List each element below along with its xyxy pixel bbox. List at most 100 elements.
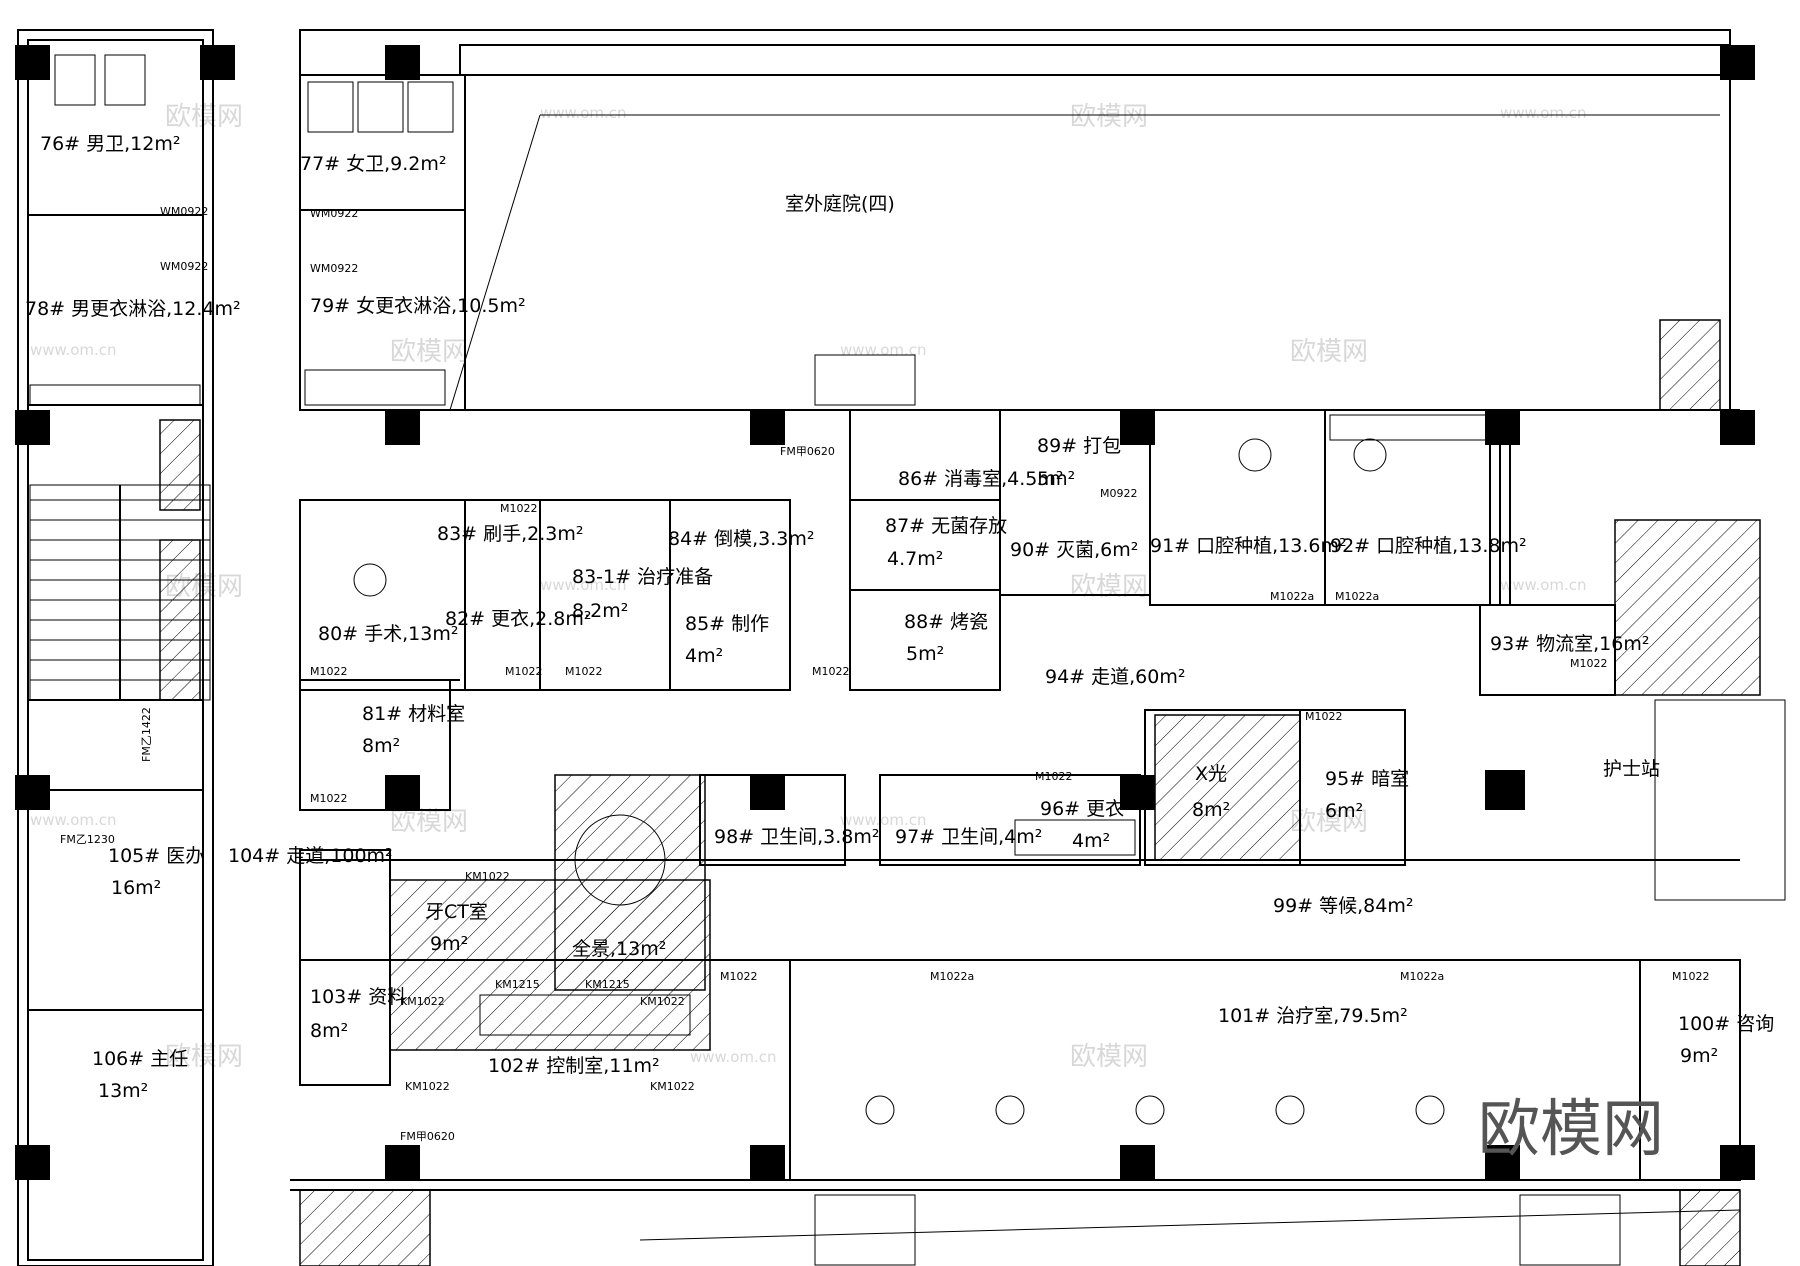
room-label-93: 93# 物流室,16m² [1490,633,1649,655]
room-label-105-area: 16m² [111,877,161,899]
door-code: M1022a [1400,970,1444,983]
room-label-86: 86# 消毒室,4.5m² [898,468,1064,490]
door-code: KM1022 [405,1080,450,1093]
watermark-url: www.om.cn [840,341,927,359]
door-code: M1022a [930,970,974,983]
watermark-text: 欧模网 [165,1042,243,1072]
door-code: M1022 [1672,970,1710,983]
door-code: WM0922 [160,260,208,273]
door-code: M1022 [565,665,603,678]
room-label-103: 103# 资料 [310,986,406,1008]
room-label-83: 83# 刷手,2.3m² [437,523,584,545]
door-code: M1022a [1335,590,1379,603]
structural-columns [15,45,1755,1180]
door-code: KM1022 [465,870,510,883]
room-label-80: 80# 手术,13m² [318,623,458,645]
watermark-url: www.om.cn [1500,576,1587,594]
dental-chair-icon [1238,438,1272,472]
door-code: M1022 [310,792,348,805]
dental-chair-icon [995,1095,1025,1125]
door-code: KM1022 [650,1080,695,1093]
door-code: M1022 [505,665,543,678]
door-code: KM1215 [495,978,540,991]
room-label-96-area: 4m² [1072,830,1110,852]
room-label-104: 104# 走道,100m² [228,845,393,867]
door-code: KM1022 [400,995,445,1008]
watermark-text: 欧模网 [390,337,468,367]
room-label-96: 96# 更衣 [1040,798,1124,820]
room-label-97: 97# 卫生间,4m² [895,826,1042,848]
room-label-92: 92# 口腔种植,13.8m² [1330,535,1527,557]
room-label-88: 88# 烤瓷 [904,611,988,633]
room-label-90: 90# 灭菌,6m² [1010,539,1138,561]
room-label-88-area: 5m² [906,643,944,665]
door-code: WM0922 [310,262,358,275]
room-label-85-area: 4m² [685,645,723,667]
door-code: M1022 [812,665,850,678]
room-label-77: 77# 女卫,9.2m² [300,153,447,175]
fixtures [29,54,1786,1266]
room-label-83-1: 83-1# 治疗准备 [572,566,713,588]
room-label-courtyard: 室外庭院(四) [785,193,895,215]
watermark-text: 欧模网 [1070,572,1148,602]
room-label-81-area: 8m² [362,735,400,757]
room-label-100-area: 9m² [1680,1045,1718,1067]
room-label-84: 84# 倒模,3.3m² [668,528,815,550]
watermark-url: www.om.cn [840,811,927,829]
room-label-89-area: 5m² [1037,468,1075,490]
dental-chair-icon [865,1095,895,1125]
room-labels: 76# 男卫,12m² 77# 女卫,9.2m² 78# 男更衣淋浴,12.4m… [25,133,1774,1102]
room-label-panoramic: 全景,13m² [572,938,666,960]
room-label-95: 95# 暗室 [1325,768,1409,790]
room-label-87: 87# 无菌存放 [885,515,1007,537]
watermark-url: www.om.cn [30,811,117,829]
room-label-81: 81# 材料室 [362,703,465,725]
room-label-95-area: 6m² [1325,800,1363,822]
dental-chair-icons [353,438,1445,1125]
watermark-text: 欧模网 [390,807,468,837]
room-label-76: 76# 男卫,12m² [40,133,180,155]
walls [17,29,1741,1266]
dental-chair-icon [1415,1095,1445,1125]
watermark-layer: 欧模网 欧模网 欧模网 欧模网 欧模网 欧模网 欧模网 欧模网 欧模网 欧模网 … [30,102,1587,1072]
door-codes: WM0922 WM0922 WM0922 WM0922 M1022 M1022 … [60,205,1710,1143]
door-code: FM乙1422 [140,707,153,762]
watermark-text: 欧模网 [1070,102,1148,132]
room-label-dental-ct-area: 9m² [430,933,468,955]
room-label-101: 101# 治疗室,79.5m² [1218,1005,1408,1027]
door-code: FM乙1230 [60,833,115,846]
door-code: M1022 [1570,657,1608,670]
room-label-100: 100# 咨询 [1678,1013,1774,1035]
watermark-text: 欧模网 [165,102,243,132]
watermark-url: www.om.cn [690,1048,777,1066]
watermark-url: www.om.cn [1500,104,1587,122]
room-label-nurse-station: 护士站 [1603,758,1660,780]
watermark-text: 欧模网 [1290,337,1368,367]
door-code: FM甲0620 [400,1130,455,1143]
brand-logo: 欧模网 [1478,1092,1664,1165]
door-code: WM0922 [160,205,208,218]
room-label-106: 106# 主任 [92,1048,188,1070]
room-label-94: 94# 走道,60m² [1045,666,1185,688]
watermark-text: 欧模网 [1070,1042,1148,1072]
room-label-102: 102# 控制室,11m² [488,1055,660,1077]
door-code: KM1215 [585,978,630,991]
door-code: M1022 [1305,710,1343,723]
watermark-url: www.om.cn [540,104,627,122]
room-label-106-area: 13m² [98,1080,148,1102]
room-label-91: 91# 口腔种植,13.6m² [1150,535,1347,557]
door-code: M0922 [1100,487,1138,500]
room-label-79: 79# 女更衣淋浴,10.5m² [310,295,526,317]
door-code: M1022a [1270,590,1314,603]
room-label-83-1-area: 8.2m² [572,600,628,622]
hatched-zones [159,319,1761,1266]
room-label-85: 85# 制作 [685,613,769,635]
room-label-105: 105# 医办 [108,845,204,867]
watermark-text: 欧模网 [1290,807,1368,837]
room-label-98: 98# 卫生间,3.8m² [714,826,880,848]
watermark-url: www.om.cn [540,576,627,594]
door-code: WM0922 [310,207,358,220]
room-label-103-area: 8m² [310,1020,348,1042]
dental-chair-icon [353,563,387,597]
